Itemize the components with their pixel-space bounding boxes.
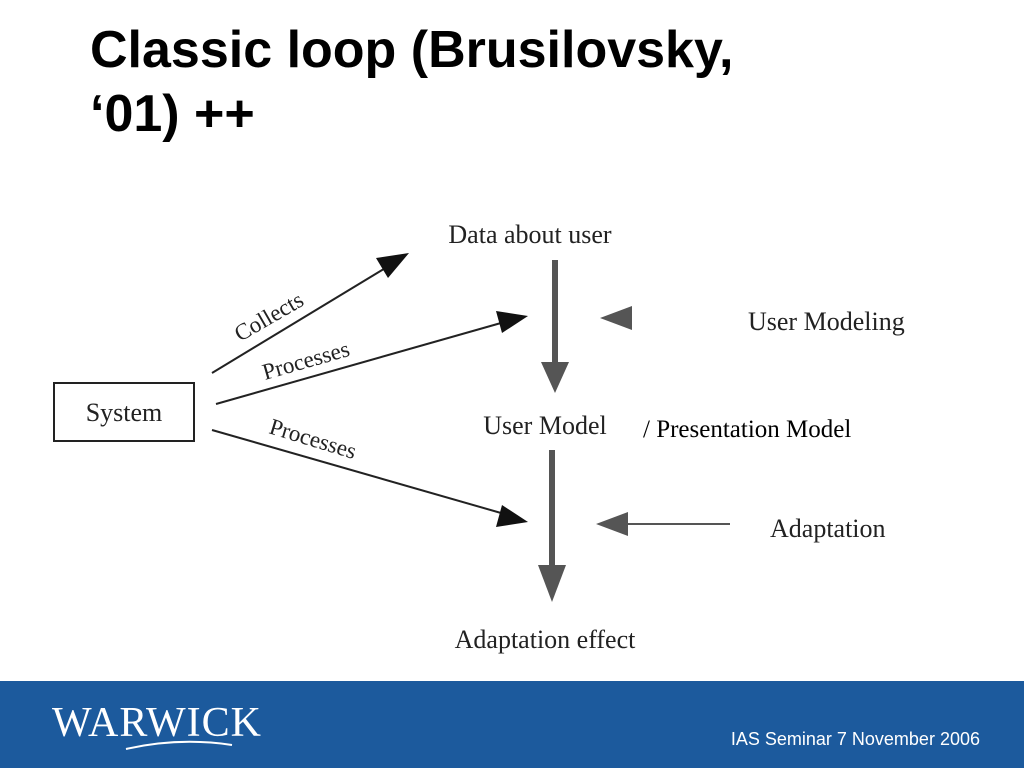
presentation-model-label: / Presentation Model: [643, 416, 851, 443]
collects-arrow: [211, 253, 409, 374]
warwick-logo-swoosh-icon: [125, 740, 233, 750]
system-box: [53, 382, 195, 442]
adaptation-arrow: [596, 512, 730, 536]
warwick-logo: WARWICK: [52, 700, 262, 746]
user-model-label: User Model: [483, 411, 606, 440]
processes-lower-label: Processes: [267, 414, 360, 464]
adaptation-effect-label: Adaptation effect: [455, 625, 636, 654]
model-to-effect-arrow: [538, 450, 566, 602]
footer-bar: WARWICK IAS Seminar 7 November 2006: [0, 681, 1024, 768]
user-modeling-arrow: [600, 306, 632, 330]
data-to-model-arrow: [541, 260, 569, 393]
adaptation-loop-diagram: System Data about user User Model / Pres…: [53, 220, 905, 654]
slide-title: Classic loop (Brusilovsky, ‘01) ++: [90, 18, 950, 146]
processes-lower-arrow: [211, 429, 528, 527]
data-about-user-label: Data about user: [448, 220, 612, 249]
user-modeling-label: User Modeling: [748, 307, 905, 336]
slide-title-line-2: ‘01) ++: [90, 85, 255, 143]
system-label: System: [86, 398, 163, 427]
adaptation-label: Adaptation: [770, 514, 886, 543]
processes-upper-arrow: [215, 311, 528, 405]
slide-title-line-1: Classic loop (Brusilovsky,: [90, 21, 734, 79]
seminar-caption: IAS Seminar 7 November 2006: [730, 729, 980, 749]
